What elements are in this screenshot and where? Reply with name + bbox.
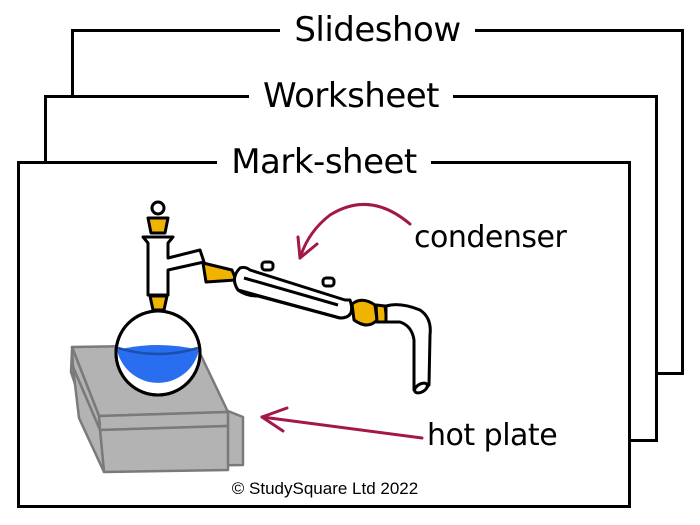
hot-plate-label: hot plate: [427, 418, 558, 453]
copyright-notice: © StudySquare Ltd 2022: [231, 479, 419, 498]
liebig-condenser: [233, 260, 354, 320]
slideshow-title-text: Slideshow: [280, 10, 475, 50]
receiver-adapter: [350, 298, 432, 395]
condenser-arrow: [296, 202, 412, 260]
mark-sheet-title: Mark-sheet: [20, 142, 628, 182]
slideshow-title: Slideshow: [74, 10, 681, 50]
condenser-label: condenser: [414, 220, 567, 255]
hot-plate-arrow: [260, 406, 424, 440]
condenser-joint: [201, 261, 238, 284]
still-head: [141, 200, 206, 312]
worksheet-title-text: Worksheet: [248, 76, 454, 116]
round-bottom-flask: [114, 309, 202, 397]
worksheet-title: Worksheet: [47, 76, 655, 116]
mark-sheet-title-text: Mark-sheet: [217, 142, 431, 182]
